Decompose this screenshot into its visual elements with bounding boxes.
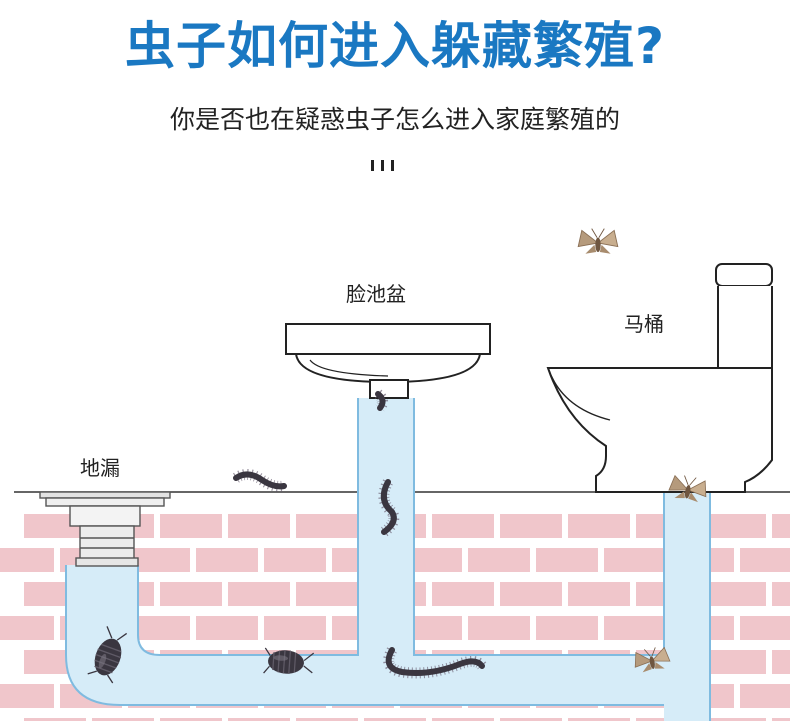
decorative-tick-marks xyxy=(369,160,397,172)
brick xyxy=(772,582,790,606)
label-basin: 脸池盆 xyxy=(346,282,406,306)
brick xyxy=(160,718,222,721)
toilet xyxy=(546,263,773,493)
brick xyxy=(432,514,494,538)
brick xyxy=(704,650,766,674)
brick xyxy=(740,616,790,640)
brick xyxy=(196,616,258,640)
brick xyxy=(160,582,222,606)
brick xyxy=(468,548,530,572)
brick xyxy=(568,514,630,538)
brick xyxy=(772,718,790,721)
brick xyxy=(196,548,258,572)
pipe-network xyxy=(65,398,711,721)
brick xyxy=(264,548,326,572)
brick xyxy=(296,582,358,606)
brick xyxy=(160,514,222,538)
centipede-body xyxy=(375,391,386,411)
brick xyxy=(228,718,290,721)
page-title: 虫子如何进入躲藏繁殖? xyxy=(124,17,665,75)
brick xyxy=(604,616,666,640)
brick xyxy=(772,514,790,538)
brick xyxy=(500,582,562,606)
brick xyxy=(604,548,666,572)
centipede-body xyxy=(380,479,397,535)
brick xyxy=(568,718,630,721)
brick xyxy=(296,514,358,538)
brick xyxy=(0,684,54,708)
brick xyxy=(92,718,154,721)
brick xyxy=(228,582,290,606)
brick xyxy=(704,514,766,538)
brick xyxy=(296,718,358,721)
brick xyxy=(0,616,54,640)
brick xyxy=(468,616,530,640)
brick xyxy=(740,684,790,708)
brick xyxy=(264,616,326,640)
floor-drain xyxy=(39,491,171,567)
brick xyxy=(704,582,766,606)
brick xyxy=(432,582,494,606)
centipede-body xyxy=(385,647,485,676)
centipede-icon xyxy=(232,389,487,679)
brick xyxy=(772,650,790,674)
brick xyxy=(740,548,790,572)
brick xyxy=(364,718,426,721)
brick xyxy=(568,582,630,606)
wash-basin xyxy=(285,323,491,399)
brick xyxy=(500,718,562,721)
brick xyxy=(0,548,54,572)
brick xyxy=(536,616,598,640)
label-floor-drain: 地漏 xyxy=(80,456,120,480)
centipede-body xyxy=(233,471,287,490)
brick xyxy=(704,718,766,721)
brick xyxy=(536,548,598,572)
brick xyxy=(432,718,494,721)
brick xyxy=(24,718,86,721)
brick xyxy=(228,514,290,538)
brick xyxy=(500,514,562,538)
moth-icon xyxy=(577,228,619,255)
label-toilet: 马桶 xyxy=(624,312,664,336)
page-subtitle: 你是否也在疑惑虫子怎么进入家庭繁殖的 xyxy=(169,105,620,134)
